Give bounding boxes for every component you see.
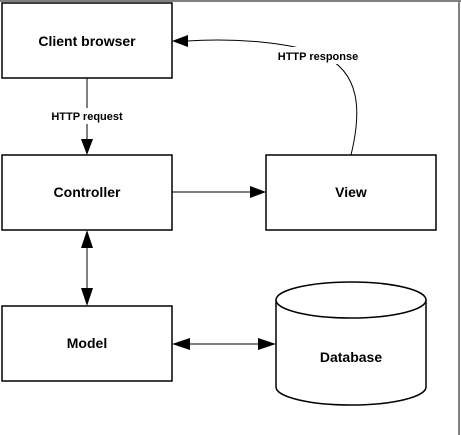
controller-model-arrowhead-down [81, 288, 93, 306]
http-request-arrowhead [81, 139, 93, 155]
controller-model-edge [81, 230, 93, 306]
model-label: Model [67, 335, 107, 351]
http-response-label: HTTP response [278, 51, 359, 63]
database-label: Database [320, 349, 382, 365]
model-database-edge [172, 338, 276, 350]
client-browser-label: Client browser [38, 33, 136, 49]
view-node: View [265, 154, 437, 231]
client-browser-node: Client browser [1, 2, 173, 79]
controller-node: Controller [1, 154, 173, 231]
controller-to-view-arrowhead [250, 186, 266, 198]
view-label: View [335, 184, 367, 200]
http-request-label-bg [40, 108, 134, 124]
http-response-edge: HTTP response [172, 35, 372, 156]
model-database-arrowhead-right [258, 338, 276, 350]
model-node: Model [1, 305, 173, 382]
http-response-arrowhead [172, 35, 188, 47]
http-request-label: HTTP request [51, 111, 123, 123]
http-request-edge: HTTP request [40, 78, 134, 155]
model-database-arrowhead-left [172, 338, 190, 350]
database-cylinder-top [275, 281, 427, 319]
database-node: Database [275, 281, 427, 406]
controller-to-view-edge [172, 186, 266, 198]
http-response-label-bg [264, 47, 372, 64]
client-browser-box [1, 2, 173, 79]
view-box [265, 154, 437, 231]
controller-label: Controller [54, 184, 121, 200]
controller-model-arrowhead-up [81, 230, 93, 248]
database-cylinder-body [275, 300, 427, 406]
model-box [1, 305, 173, 382]
